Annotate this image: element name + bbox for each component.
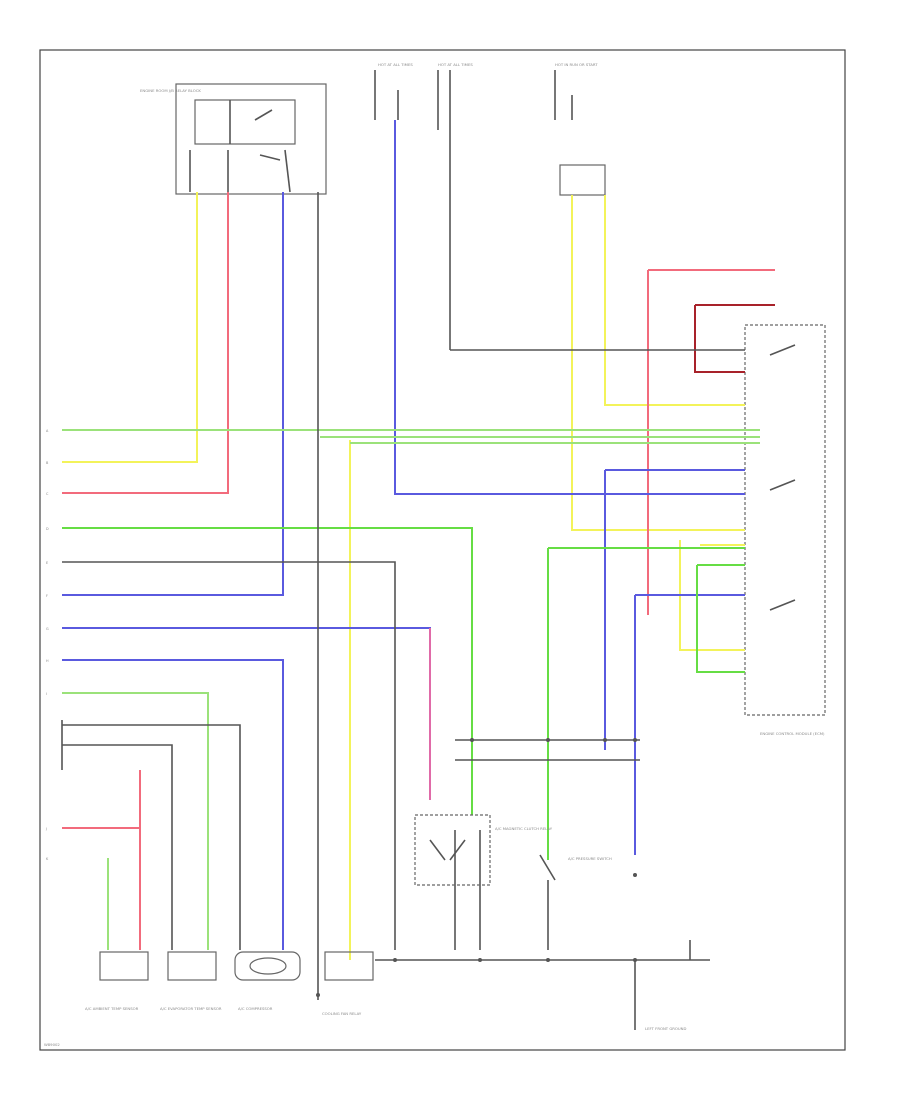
fuse-connectors: HOT AT ALL TIMES HOT AT ALL TIMES HOT IN…	[374, 62, 606, 350]
svg-text:G: G	[46, 627, 49, 631]
middle-relays: A/C MAGNETIC CLUTCH RELAY A/C PRESSURE S…	[414, 814, 687, 1031]
bottom-components: A/C AMBIENT TEMP SENSOR A/C EVAPORATOR T…	[85, 951, 374, 1016]
svg-text:E: E	[46, 561, 48, 565]
svg-text:B: B	[46, 461, 49, 465]
fuse-1-label: HOT AT ALL TIMES	[378, 62, 413, 67]
compressor-label: A/C COMPRESSOR	[238, 1006, 273, 1011]
svg-text:I: I	[46, 692, 47, 696]
top-relay-block: ENGINE ROOM J/B RELAY BLOCK	[140, 83, 327, 195]
sensor-2-label: A/C EVAPORATOR TEMP SENSOR	[160, 1006, 222, 1011]
ecm-block: ENGINE CONTROL MODULE (ECM)	[744, 324, 826, 736]
svg-text:F: F	[46, 594, 48, 598]
splice-nodes	[316, 738, 637, 997]
fuse-3-label: HOT IN RUN OR START	[555, 62, 598, 67]
relay-label: ENGINE ROOM J/B RELAY BLOCK	[140, 88, 201, 93]
pressure-switch-label: A/C PRESSURE SWITCH	[568, 856, 612, 861]
cooling-fan-label: COOLING FAN RELAY	[322, 1011, 362, 1016]
svg-text:C: C	[46, 492, 49, 496]
ground-label: LEFT FRONT GROUND	[645, 1026, 687, 1031]
svg-text:J: J	[45, 827, 47, 831]
ecm-label: ENGINE CONTROL MODULE (ECM)	[760, 731, 825, 736]
acc-relay-label: A/C MAGNETIC CLUTCH RELAY	[495, 826, 553, 831]
diagram-frame	[39, 49, 846, 1051]
svg-text:K: K	[46, 857, 49, 861]
svg-text:A: A	[46, 429, 49, 433]
svg-text:D: D	[46, 527, 49, 531]
svg-text:H: H	[46, 659, 49, 663]
fuse-2-label: HOT AT ALL TIMES	[438, 62, 473, 67]
page-code: W89002	[44, 1042, 60, 1047]
sensor-1-label: A/C AMBIENT TEMP SENSOR	[85, 1006, 139, 1011]
connector-letters: A B C D E F G H I J K	[45, 429, 49, 861]
